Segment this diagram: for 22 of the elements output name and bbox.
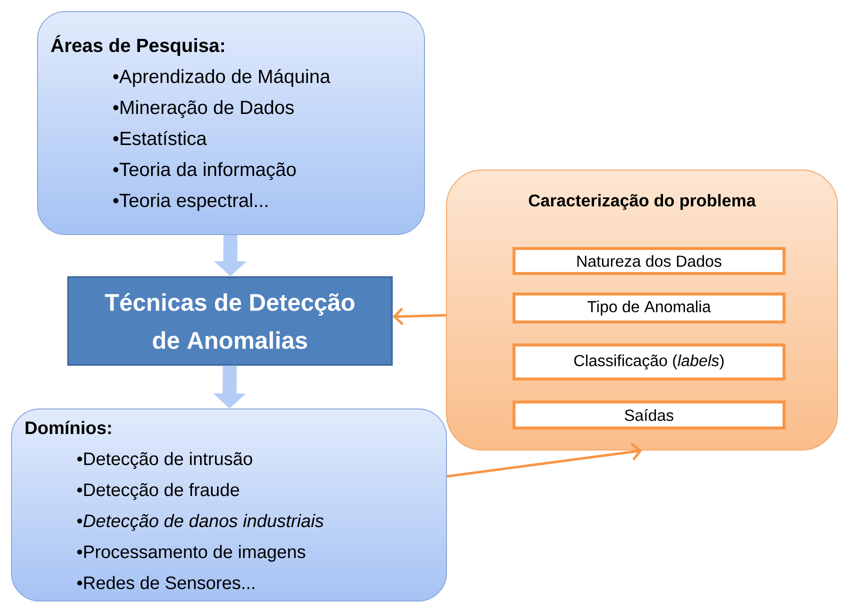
rounded-box (11, 408, 447, 602)
panel-heading: Caracterização do problema (528, 194, 756, 210)
arrow (392, 308, 446, 326)
feature-box: Natureza dos Dados (512, 247, 786, 275)
feature-box: Saídas (512, 400, 786, 430)
list-item: •Mineração de Dados (113, 100, 294, 118)
feature-box: Tipo de Anomalia (512, 292, 786, 324)
list-item: •Detecção de danos industriais (77, 514, 324, 531)
list-item: •Aprendizado de Máquina (113, 68, 330, 87)
list-heading: Domínios: (26, 420, 111, 434)
list-item: •Estatística (113, 130, 207, 146)
list-item: •Processamento de imagens (77, 544, 306, 562)
arrow (446, 442, 642, 478)
list-heading: Áreas de Pesquisa: (50, 35, 224, 56)
rounded-box (37, 11, 425, 235)
list-item: •Redes de Sensores... (77, 576, 254, 590)
list-item: •Detecção de fraude (77, 482, 240, 500)
feature-box: Classificação (labels) (512, 344, 786, 380)
title-box: Técnicas de Detecção de Anomalias (67, 276, 393, 366)
list-item: •Teoria espectral... (113, 193, 268, 211)
list-item: •Detecção de intrusão (77, 452, 252, 469)
list-item: •Teoria da informação (113, 162, 296, 180)
